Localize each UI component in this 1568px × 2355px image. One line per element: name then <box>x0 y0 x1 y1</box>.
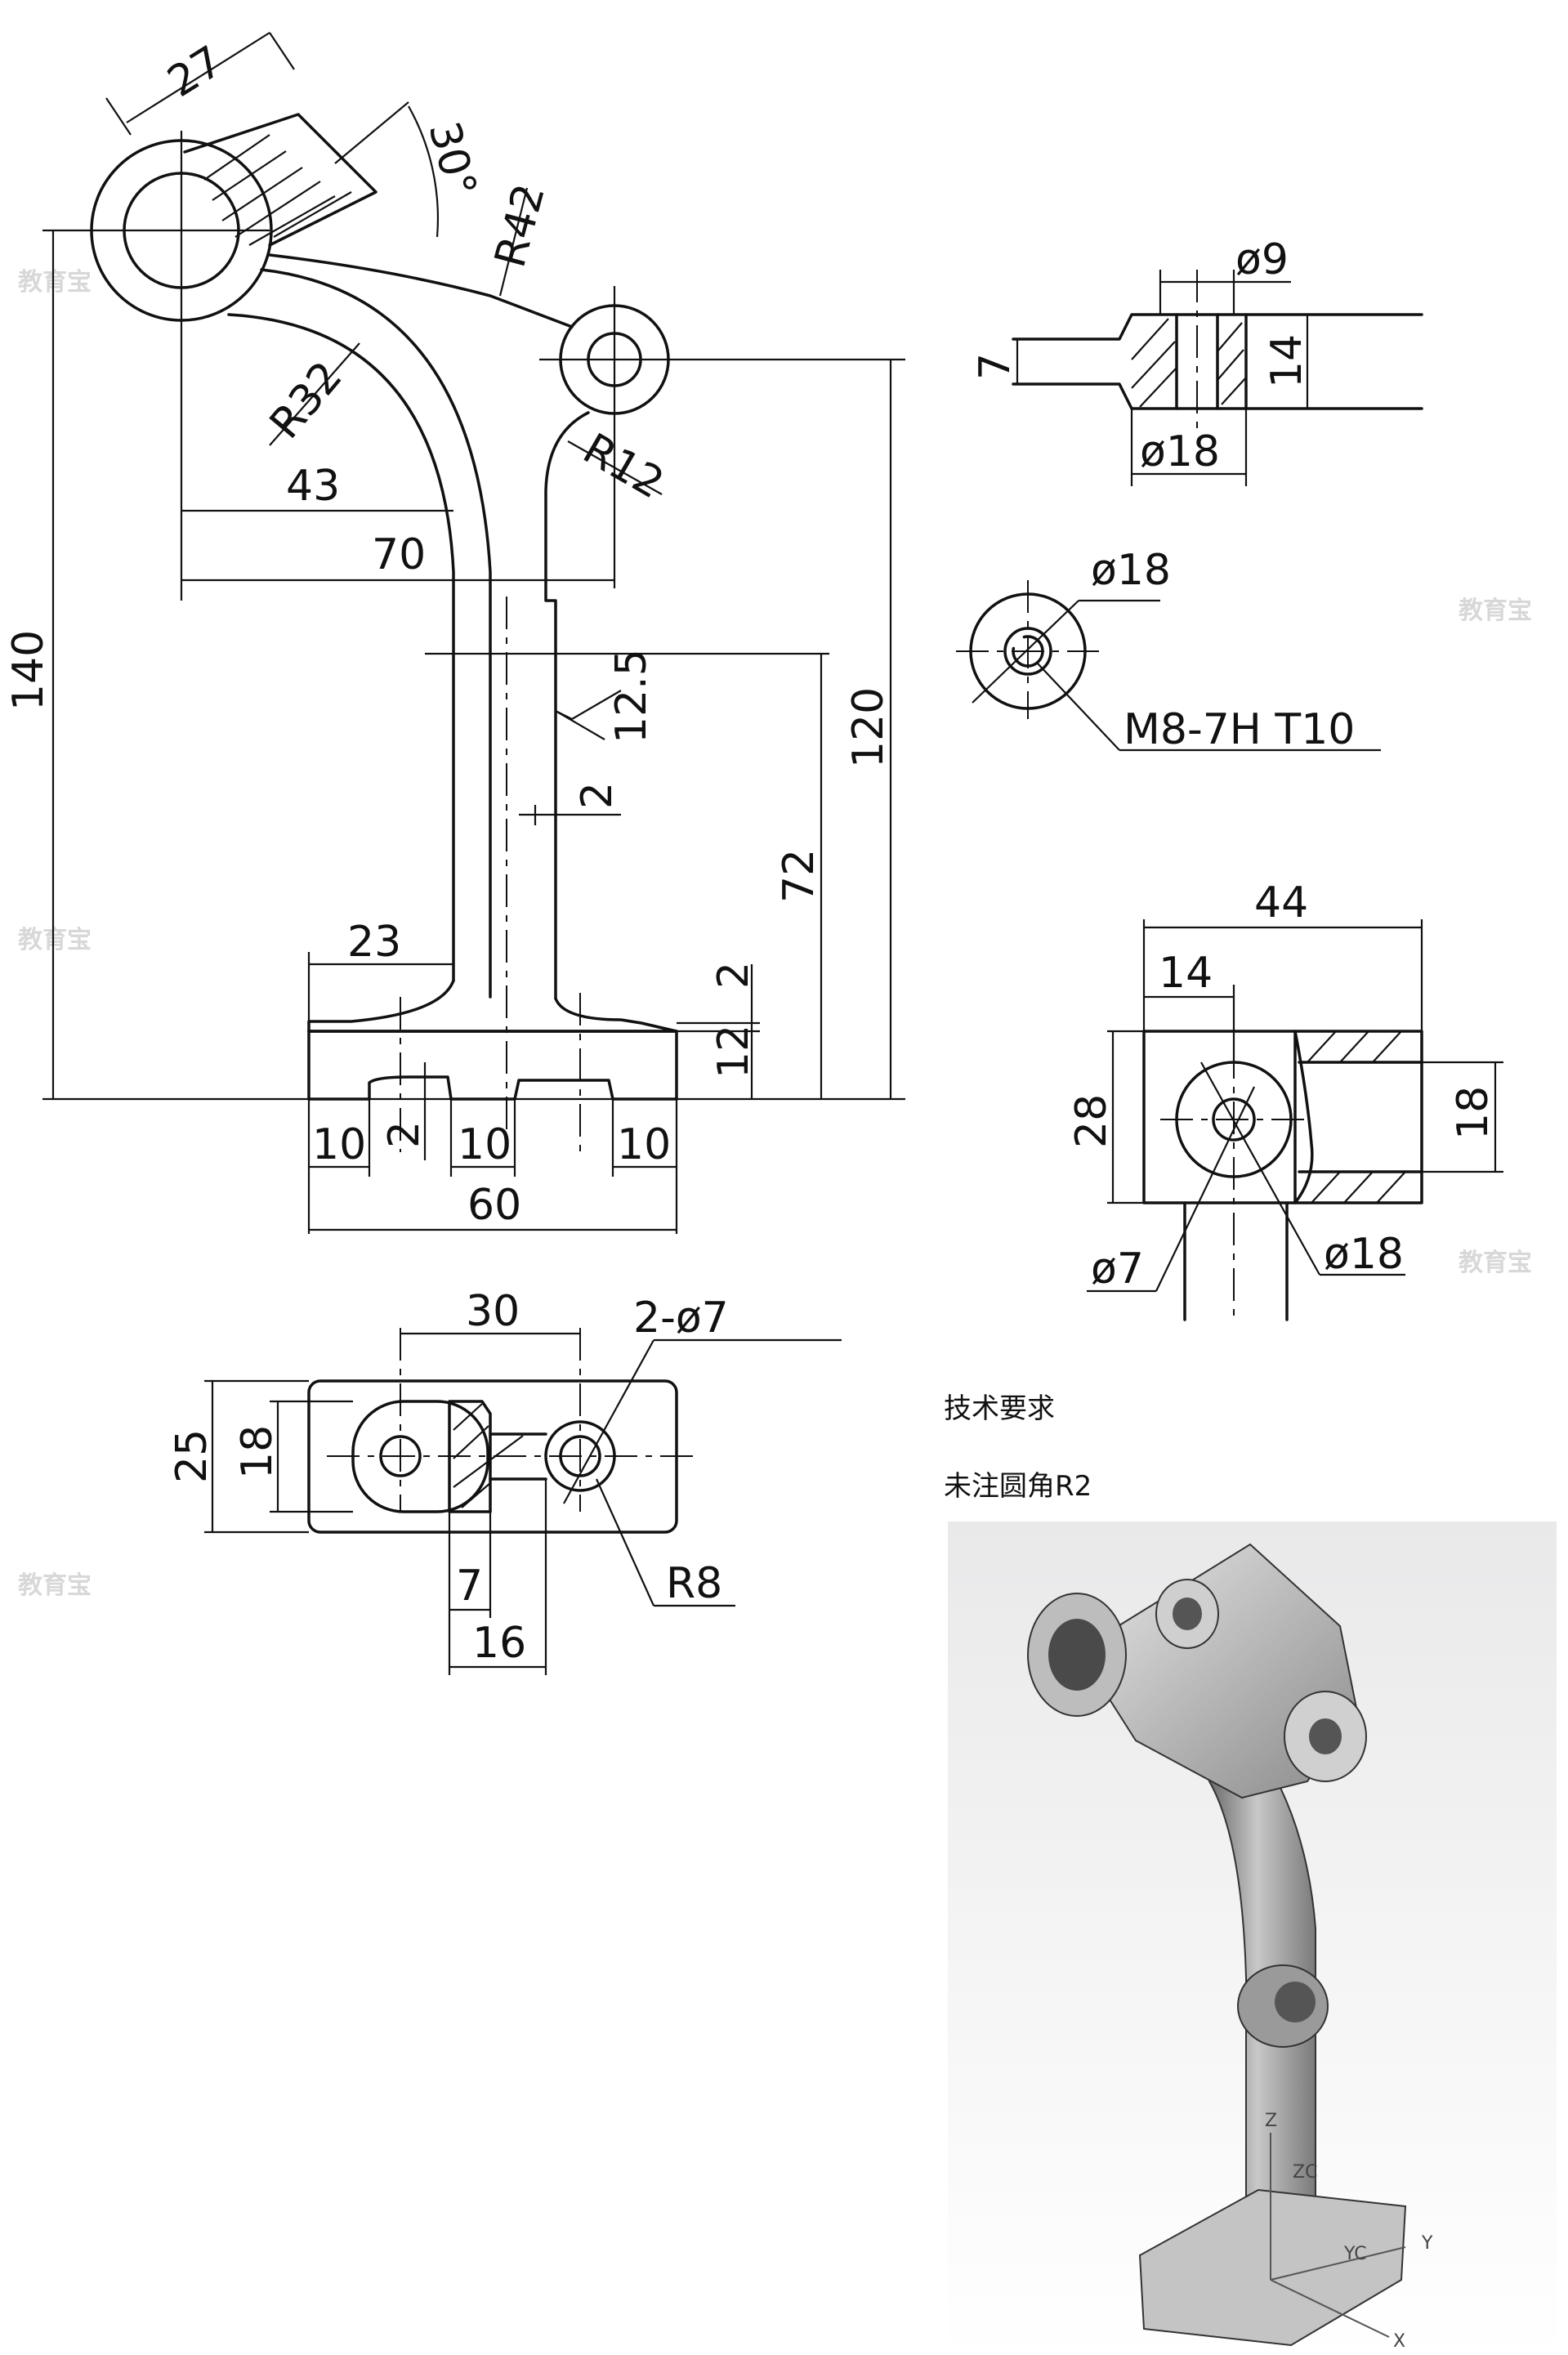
boss-section-outline <box>183 113 377 247</box>
dim-r42-label: R42 <box>486 179 555 272</box>
watermark-3: 教育宝 <box>18 1571 92 1600</box>
section-view: ø9 7 14 ø18 <box>971 235 1423 486</box>
base-hole-left <box>379 1435 422 1477</box>
dim-28-label: 28 <box>1067 1094 1116 1148</box>
boss-view: 44 14 28 18 ø7 ø18 <box>1067 878 1503 1324</box>
dim-b14-label: 14 <box>1159 949 1213 998</box>
watermark-4: 教育宝 <box>1459 597 1532 625</box>
dim-10b-label: 10 <box>458 1120 511 1169</box>
stem-flare-left <box>307 979 455 1033</box>
dim-14-label: 14 <box>1262 334 1311 388</box>
main-view: 27 30° R42 R32 R12 43 70 140 120 72 12.5 <box>4 32 905 1234</box>
boss-stem <box>1183 1201 1289 1321</box>
dim-base30-label: 30 <box>466 1287 520 1336</box>
axis-z-label: Z <box>1265 2111 1277 2131</box>
model-middle-hole <box>1275 1982 1316 2022</box>
model-right-hole <box>1309 1718 1342 1754</box>
dim-r32-line <box>269 342 360 446</box>
axis-x-label: X <box>1393 2331 1405 2352</box>
dim-60-label: 60 <box>467 1181 521 1230</box>
dim-2c-label: 2 <box>380 1121 429 1148</box>
dim-holes-label: 2-ø7 <box>633 1294 729 1343</box>
dim-base25-label: 25 <box>168 1429 217 1483</box>
right-rib <box>544 411 590 1000</box>
dim-r12-line <box>567 440 663 495</box>
dim-7-label: 7 <box>971 353 1020 380</box>
dim-base7-label: 7 <box>456 1562 483 1611</box>
model-base <box>1138 2188 1407 2347</box>
watermark-2: 教育宝 <box>18 926 92 954</box>
thread-hole <box>1003 627 1052 676</box>
dim-27-line <box>126 32 270 123</box>
thread-view: ø18 M8-7H T10 <box>956 546 1381 754</box>
thread-label: M8-7H T10 <box>1124 705 1355 754</box>
watermark-1: 教育宝 <box>18 268 92 297</box>
axis-y-label: Y <box>1421 2233 1433 2254</box>
base-rib-arm <box>489 1432 547 1481</box>
section-hatch <box>1131 318 1247 408</box>
dim-phi7-label: ø7 <box>1091 1245 1144 1294</box>
dim-phi7-leader <box>1155 1086 1255 1292</box>
boss-body <box>1142 1030 1297 1204</box>
model-left-bore <box>1048 1619 1106 1691</box>
upper-arm-top <box>268 253 574 328</box>
dim-r8-label: R8 <box>666 1559 722 1608</box>
dim-base16-label: 16 <box>472 1619 526 1668</box>
watermark-5: 教育宝 <box>1459 1249 1532 1277</box>
boss-inner-hole <box>1212 1097 1256 1142</box>
dim-r8-leader <box>595 1478 655 1606</box>
dim-bphi18-leader <box>1200 1061 1320 1276</box>
dim-43-label: 43 <box>286 462 340 511</box>
dim-r42-line <box>498 187 529 297</box>
dim-140-label: 140 <box>4 630 53 711</box>
roughness-label: 12.5 <box>607 649 656 744</box>
axis-zc-label: ZC <box>1293 2162 1317 2183</box>
notes-title: 技术要求 <box>944 1392 1055 1425</box>
boss-hatched-part <box>1293 1030 1423 1204</box>
dim-holes-leader <box>563 1339 654 1504</box>
thread-phi18-label: ø18 <box>1091 546 1171 595</box>
model-render: Z ZC Y YC X <box>948 1522 1557 2355</box>
dim-70-label: 70 <box>372 530 426 579</box>
notes-fillet: 未注圆角R2 <box>944 1470 1092 1503</box>
dim-10c-label: 10 <box>617 1120 671 1169</box>
base-rib-hatch <box>453 1403 524 1508</box>
base-top-view: 30 2-ø7 25 18 7 16 R8 <box>168 1287 842 1675</box>
curved-arm-inner <box>260 268 492 999</box>
thread-phi18-leader <box>972 600 1079 704</box>
base-outline <box>307 1030 678 1101</box>
boss-section-hatch <box>203 134 352 246</box>
section-outline <box>1012 313 1248 410</box>
dim-bphi18-label: ø18 <box>1324 1230 1404 1279</box>
base-rib-section <box>448 1400 492 1513</box>
dim-b18-label: 18 <box>1449 1086 1498 1140</box>
dim-10a-label: 10 <box>312 1120 366 1169</box>
dim-44-label: 44 <box>1254 878 1308 927</box>
thread-leader <box>1037 663 1120 751</box>
dim-base18-label: 18 <box>233 1425 282 1479</box>
dim-27-label: 27 <box>159 37 231 107</box>
stem-flare-right <box>554 997 678 1033</box>
dim-72-label: 72 <box>775 849 824 903</box>
model-axes <box>1270 2133 1406 2338</box>
dim-2a-label: 2 <box>573 782 622 809</box>
boss-view-hatch <box>1307 1030 1406 1204</box>
dim-r12-label: R12 <box>575 424 672 508</box>
dim-120-label: 120 <box>844 687 893 768</box>
curved-arm-outer <box>227 313 455 982</box>
dim-2b-label: 2 <box>709 962 758 989</box>
dim-12-label: 12 <box>709 1025 758 1079</box>
dim-phi9-label: ø9 <box>1235 235 1289 284</box>
dim-30-label: 30° <box>418 117 485 203</box>
dim-30-arc <box>408 105 439 238</box>
technical-requirements: 技术要求 未注圆角R2 <box>944 1392 1092 1503</box>
axis-yc-label: YC <box>1343 2244 1367 2264</box>
dim-phi18-label: ø18 <box>1140 427 1220 476</box>
roughness-symbol <box>555 690 622 740</box>
model-top-hole <box>1173 1598 1202 1630</box>
dim-23-label: 23 <box>347 918 401 967</box>
